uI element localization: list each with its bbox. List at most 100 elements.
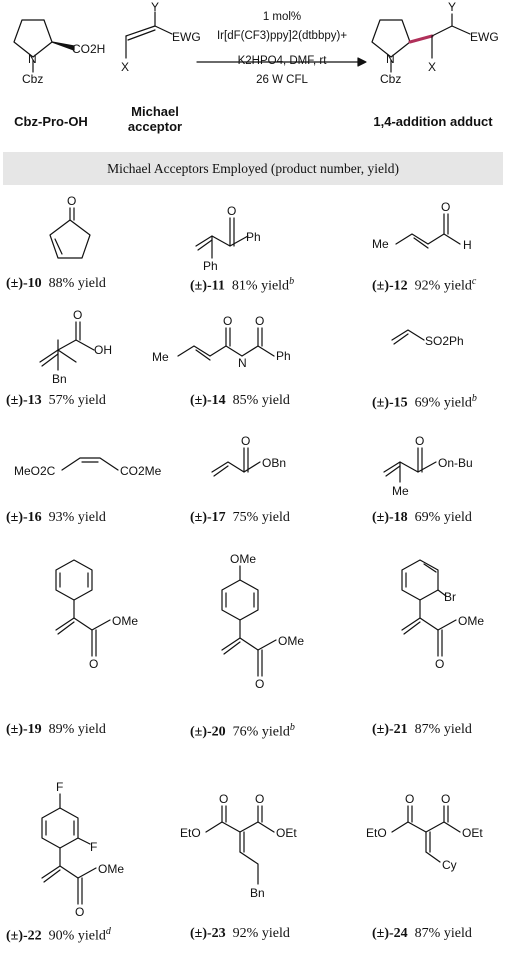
yield-text: 85% yield xyxy=(225,393,290,408)
s12-H: H xyxy=(463,238,472,252)
footnote-marker: c xyxy=(471,276,477,287)
racemic-prefix: (±)- xyxy=(6,722,28,737)
s12-Me: Me xyxy=(372,237,389,251)
racemic-prefix: (±)- xyxy=(190,393,212,408)
racemic-prefix: (±)- xyxy=(6,510,28,525)
acceptor-atom-EWG: EWG xyxy=(172,30,201,44)
s23-Bn: Bn xyxy=(250,886,265,900)
yield-text: 57% yield xyxy=(41,393,106,408)
s24-Cy: Cy xyxy=(442,858,457,872)
product-number: 22 xyxy=(27,928,42,944)
s24-EtO: EtO xyxy=(366,826,387,840)
racemic-prefix: (±)- xyxy=(372,926,394,941)
s14-O2: O xyxy=(255,314,265,328)
product-number: 15 xyxy=(393,395,408,411)
product-atom-EWG: EWG xyxy=(470,30,499,44)
s20-OMe: OMe xyxy=(278,634,305,648)
s14-Me: Me xyxy=(152,350,169,364)
yield-text: 87% yield xyxy=(407,722,472,737)
entry-label-16: (±)-16 93% yield xyxy=(6,510,106,526)
yield-text: 87% yield xyxy=(407,926,472,941)
acceptor-atom-Y: Y xyxy=(151,0,160,14)
product-number: 21 xyxy=(393,722,408,737)
acceptor-label-line-2: acceptor xyxy=(127,119,183,134)
s11-Ph1: Ph xyxy=(246,230,261,244)
condition-line-2: Ir[dF(CF3)ppy]2(dtbbpy)+ xyxy=(216,30,348,42)
s14-N: N xyxy=(238,356,247,370)
yield-text: 92% yield xyxy=(225,926,290,941)
entry-label-23: (±)-23 92% yield xyxy=(190,926,290,942)
racemic-prefix: (±)- xyxy=(6,393,28,408)
yield-text: 93% yield xyxy=(41,510,106,525)
s20-OMe-top: OMe xyxy=(230,552,257,566)
acceptor-label: Michael acceptor xyxy=(115,104,195,134)
s22-F: F xyxy=(90,840,98,854)
racemic-prefix: (±)- xyxy=(190,510,212,525)
reactant-atom-Cbz: Cbz xyxy=(22,72,44,86)
s14-Ph: Ph xyxy=(276,349,291,363)
yield-text: 81% yield xyxy=(224,278,290,294)
product-atom-N: N xyxy=(386,52,395,66)
entry-label-18: (±)-18 69% yield xyxy=(372,510,472,526)
footnote-marker: b xyxy=(289,722,295,733)
product-atom-Y: Y xyxy=(448,0,457,14)
yield-text: 88% yield xyxy=(41,276,106,291)
s18-Me: Me xyxy=(392,484,409,498)
yield-text: 89% yield xyxy=(41,722,106,737)
s10-O: O xyxy=(67,194,77,208)
yield-text: 92% yield xyxy=(407,278,472,294)
s13-O: O xyxy=(73,308,83,322)
entry-label-14: (±)-14 85% yield xyxy=(190,393,290,409)
yield-text: 69% yield xyxy=(407,395,472,411)
s19-OMe: OMe xyxy=(112,614,139,628)
reactant-label: Cbz-Pro-OH xyxy=(14,114,88,129)
racemic-prefix: (±)- xyxy=(190,926,212,941)
s16-MeO2C: MeO2C xyxy=(14,464,56,478)
entry-label-15: (±)-15 69% yieldb xyxy=(372,393,477,412)
product-number: 16 xyxy=(27,510,42,525)
footnote-marker: d xyxy=(105,926,111,937)
yield-text: 76% yield xyxy=(225,724,290,740)
s19-O: O xyxy=(89,657,99,671)
s16-CO2Me: CO2Me xyxy=(120,464,162,478)
footnote-marker: b xyxy=(289,276,295,287)
s24-OEt: OEt xyxy=(462,826,483,840)
s13-Bn: Bn xyxy=(52,372,67,386)
racemic-prefix: (±)- xyxy=(6,276,28,291)
yield-text: 90% yield xyxy=(41,928,106,944)
product-number: 18 xyxy=(393,510,408,525)
s23-OEt: OEt xyxy=(276,826,297,840)
product-atom-Cbz: Cbz xyxy=(380,72,402,86)
s11-O: O xyxy=(227,204,237,218)
product-number: 23 xyxy=(211,926,226,941)
yield-text: 69% yield xyxy=(407,510,472,525)
product-number: 13 xyxy=(27,393,42,408)
footnote-marker: b xyxy=(471,393,477,404)
s20-O: O xyxy=(255,677,265,691)
reactant-atom-N: N xyxy=(28,52,37,66)
s12-O: O xyxy=(441,200,451,214)
s21-OMe: OMe xyxy=(458,614,485,628)
s11-Ph2: Ph xyxy=(203,259,218,273)
s21-Br: Br xyxy=(444,590,456,604)
entry-label-12: (±)-12 92% yieldc xyxy=(372,276,476,295)
s22-OMe: OMe xyxy=(98,862,125,876)
condition-line-1: 1 mol% xyxy=(262,11,302,23)
s17-OBn: OBn xyxy=(262,456,287,470)
racemic-prefix: (±)- xyxy=(190,724,212,740)
condition-line-3: K2HPO4, DMF, rt xyxy=(237,55,327,67)
racemic-prefix: (±)- xyxy=(190,278,212,294)
product-number: 14 xyxy=(211,393,226,408)
product-number: 11 xyxy=(211,278,225,294)
product-number: 20 xyxy=(211,724,226,740)
reaction-conditions: 1 mol% Ir[dF(CF3)ppy]2(dtbbpy)+ K2HPO4, … xyxy=(197,8,367,90)
racemic-prefix: (±)- xyxy=(6,928,28,944)
product-number: 24 xyxy=(393,926,408,941)
acceptor-atom-X: X xyxy=(121,60,130,74)
reactant-atom-CO2H: CO2H xyxy=(72,42,106,56)
s18-OnBu: On-Bu xyxy=(438,456,473,470)
product-number: 17 xyxy=(211,510,226,525)
s23-EtO: EtO xyxy=(180,826,201,840)
s23-O1: O xyxy=(219,792,229,806)
